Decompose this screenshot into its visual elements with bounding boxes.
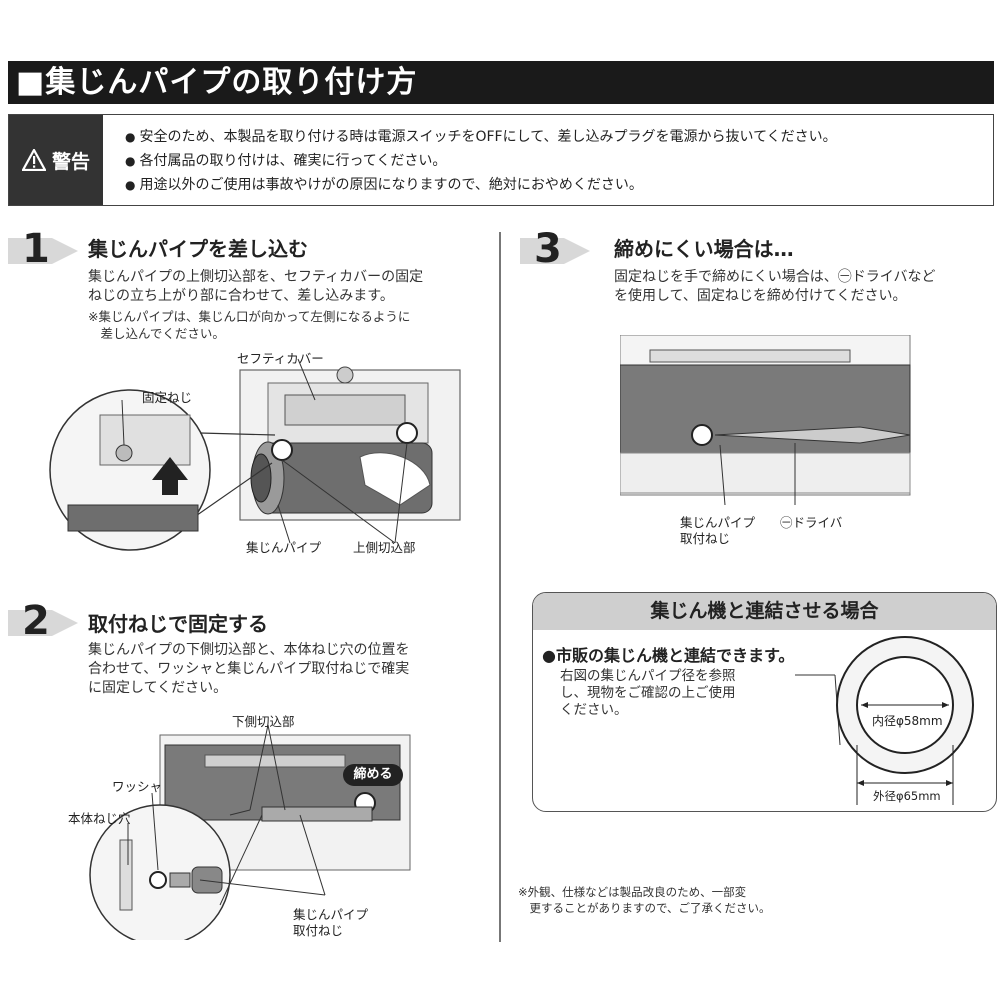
warning-icon <box>21 149 46 171</box>
tighten-badge: 締める <box>343 764 403 786</box>
step-3-description: 固定ねじを手で締めにくい場合は、㊀ドライバなど を使用して、固定ねじを締め付けて… <box>614 269 936 304</box>
step-1-title: 集じんパイプを差し込む <box>88 237 308 261</box>
warning-label: 警告 <box>51 150 90 173</box>
connect-description: 右図の集じんパイプ径を参照 し、現物をご確認の上ご使用 ください。 <box>560 668 736 718</box>
pipe-diameter-diagram <box>795 636 974 805</box>
connect-heading: 集じん機と連結させる場合 <box>533 593 996 630</box>
step-1-illustration <box>49 358 461 551</box>
step-arrow-shape <box>520 238 590 264</box>
footnote: ※外観、仕様などは製品改良のため、一部変 更することがありますので、ご了承くださ… <box>518 885 771 915</box>
warning-item: 安全のため、本製品を取り付ける時は電源スイッチをOFFにして、差し込みプラグを電… <box>125 125 836 149</box>
step-arrow-shape <box>8 238 78 264</box>
step-2-illustration <box>89 724 411 940</box>
step-3-number: 3 <box>520 226 592 272</box>
step-2-description: 集じんパイプの下側切込部と、本体ねじ穴の位置を 合わせて、ワッシャと集じんパイプ… <box>88 642 410 696</box>
column-divider <box>499 232 501 942</box>
connect-bullet: ●市販の集じん機と連結できます。 <box>542 646 795 665</box>
step-2-title: 取付ねじで固定する <box>88 612 268 636</box>
label-upper-notch: 上側切込部 <box>353 540 416 555</box>
inner-diameter-label: 内径φ58mm <box>870 712 945 729</box>
step-arrow-shape <box>8 610 78 636</box>
label-dust-pipe: 集じんパイプ <box>246 540 322 555</box>
label-fixing-screw: 固定ねじ <box>142 390 193 405</box>
warning-box: 警告 安全のため、本製品を取り付ける時は電源スイッチをOFFにして、差し込みプラ… <box>8 114 994 206</box>
connect-box: 集じん機と連結させる場合 <box>532 592 997 812</box>
label-pipe-screw-line2: 取付ねじ <box>293 923 344 938</box>
label-safety-cover: セフティカバー <box>237 351 324 366</box>
warning-item: 各付属品の取り付けは、確実に行ってください。 <box>125 149 837 173</box>
step-1-number: 1 <box>8 226 80 272</box>
step-1-note: ※集じんパイプは、集じん口が向かって左側になるように 差し込んでください。 <box>88 309 411 341</box>
outer-diameter-label: 外径φ65mm <box>873 789 941 803</box>
warning-list: 安全のため、本製品を取り付ける時は電源スイッチをOFFにして、差し込みプラグを電… <box>125 125 837 197</box>
warning-item: 用途以外のご使用は事故やけがの原因になりますので、絶対におやめください。 <box>125 173 837 197</box>
label-washer: ワッシャ <box>112 779 163 794</box>
page-title: ■集じんパイプの取り付け方 <box>8 61 994 104</box>
label-pipe-screw-line1: 集じんパイプ <box>680 515 756 530</box>
label-pipe-screw-line2: 取付ねじ <box>680 531 731 546</box>
step-1-description: 集じんパイプの上側切込部を、セフティカバーの固定 ねじの立ち上がり部に合わせて、… <box>88 269 424 304</box>
label-body-hole: 本体ねじ穴 <box>68 811 131 826</box>
label-pipe-screw-line1: 集じんパイプ <box>293 907 369 922</box>
label-driver: ㊀ドライバ <box>780 515 843 530</box>
step-3-title: 締めにくい場合は… <box>614 237 794 261</box>
label-lower-notch: 下側切込部 <box>232 714 295 729</box>
step-2-number: 2 <box>8 598 80 644</box>
step-3-illustration <box>620 335 911 505</box>
warning-label-block: 警告 <box>9 115 103 205</box>
